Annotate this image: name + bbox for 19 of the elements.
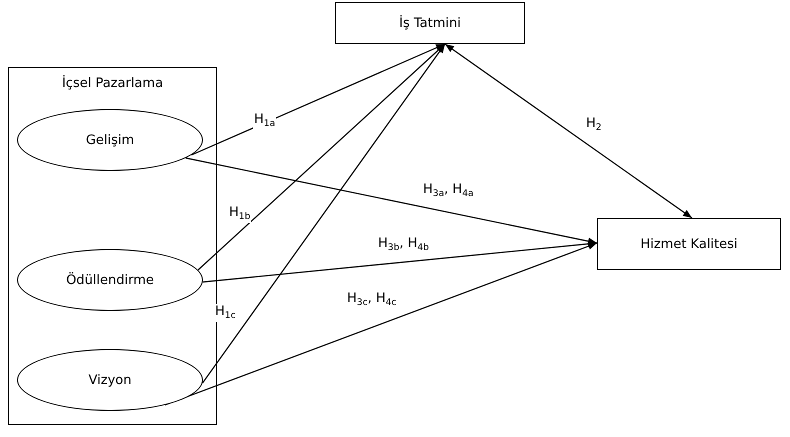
group-box (8, 67, 217, 425)
edge-label: H$_{1b}$ (228, 205, 252, 223)
arrow (191, 43, 446, 156)
arrow (164, 242, 598, 406)
arrow (202, 240, 598, 283)
arrow (198, 44, 446, 270)
edge-label: H$_{1c}$ (214, 304, 237, 322)
node-label: Hizmet Kalitesi (640, 236, 738, 252)
node-label: İş Tatmini (399, 16, 461, 30)
edge-label: H$_{1a}$ (253, 112, 276, 130)
node-label: Gelişim (86, 132, 134, 148)
arrow (186, 157, 598, 245)
node-label: Ödüllendirme (66, 272, 154, 288)
arrow (444, 44, 692, 218)
group-title: İçsel Pazarlama (60, 76, 164, 91)
node-label: Vizyon (88, 372, 132, 388)
process-box (597, 218, 781, 270)
arrow (202, 44, 446, 384)
process-box (335, 2, 525, 44)
